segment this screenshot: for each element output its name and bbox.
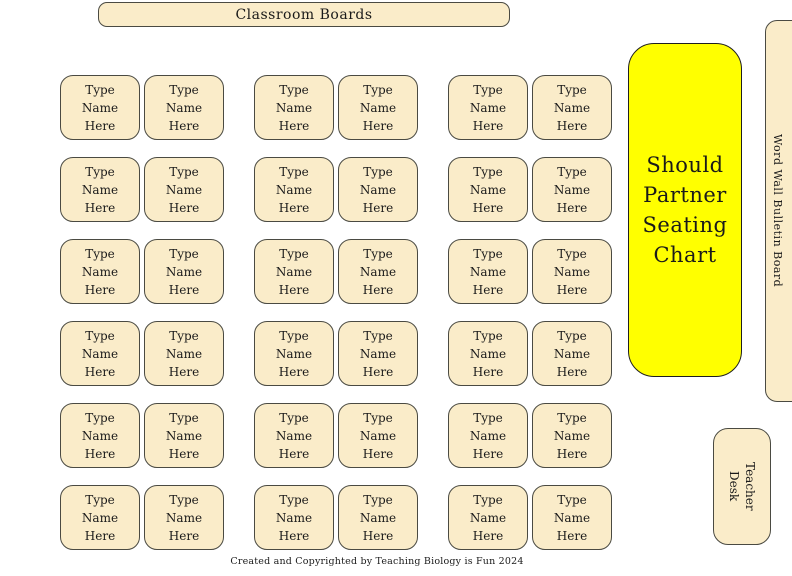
student-desk[interactable]: Type Name Here	[338, 239, 418, 304]
footer-credit: Created and Copyrighted by Teaching Biol…	[0, 556, 754, 567]
student-desk[interactable]: Type Name Here	[532, 157, 612, 222]
student-desk[interactable]: Type Name Here	[60, 239, 140, 304]
student-desk[interactable]: Type Name Here	[448, 485, 528, 550]
student-desk[interactable]: Type Name Here	[532, 75, 612, 140]
word-wall-label: Word Wall Bulletin Board	[771, 134, 784, 288]
student-desk[interactable]: Type Name Here	[144, 321, 224, 386]
student-desk[interactable]: Type Name Here	[144, 75, 224, 140]
student-desk[interactable]: Type Name Here	[532, 239, 612, 304]
student-desk[interactable]: Type Name Here	[60, 75, 140, 140]
student-desk[interactable]: Type Name Here	[144, 485, 224, 550]
student-desk[interactable]: Type Name Here	[254, 403, 334, 468]
student-desk[interactable]: Type Name Here	[338, 75, 418, 140]
student-desk[interactable]: Type Name Here	[338, 157, 418, 222]
student-desk[interactable]: Type Name Here	[532, 403, 612, 468]
student-desk[interactable]: Type Name Here	[254, 321, 334, 386]
student-desk[interactable]: Type Name Here	[254, 75, 334, 140]
student-desk[interactable]: Type Name Here	[144, 157, 224, 222]
student-desk[interactable]: Type Name Here	[60, 485, 140, 550]
student-desk[interactable]: Type Name Here	[254, 239, 334, 304]
student-desk[interactable]: Type Name Here	[338, 321, 418, 386]
footer-credit-label: Created and Copyrighted by Teaching Biol…	[230, 556, 524, 567]
teacher-desk-label: Teacher Desk	[727, 462, 757, 511]
student-desk[interactable]: Type Name Here	[448, 403, 528, 468]
student-desk[interactable]: Type Name Here	[448, 239, 528, 304]
teacher-desk: Teacher Desk	[713, 428, 771, 545]
partner-seating-board: Should Partner Seating Chart	[628, 43, 742, 377]
word-wall-bulletin-board: Word Wall Bulletin Board	[765, 20, 792, 402]
student-desk[interactable]: Type Name Here	[448, 75, 528, 140]
student-desk[interactable]: Type Name Here	[144, 403, 224, 468]
student-desk[interactable]: Type Name Here	[60, 321, 140, 386]
classroom-boards-label: Classroom Boards	[235, 6, 373, 23]
student-desk[interactable]: Type Name Here	[448, 157, 528, 222]
student-desk[interactable]: Type Name Here	[60, 403, 140, 468]
student-desk[interactable]: Type Name Here	[60, 157, 140, 222]
student-desk[interactable]: Type Name Here	[338, 485, 418, 550]
classroom-boards-header: Classroom Boards	[98, 2, 510, 27]
student-desk[interactable]: Type Name Here	[254, 485, 334, 550]
student-desk[interactable]: Type Name Here	[338, 403, 418, 468]
partner-seating-label: Should Partner Seating Chart	[642, 153, 728, 267]
student-desk[interactable]: Type Name Here	[448, 321, 528, 386]
student-desk[interactable]: Type Name Here	[532, 485, 612, 550]
student-desk[interactable]: Type Name Here	[254, 157, 334, 222]
student-desk[interactable]: Type Name Here	[532, 321, 612, 386]
student-desk[interactable]: Type Name Here	[144, 239, 224, 304]
